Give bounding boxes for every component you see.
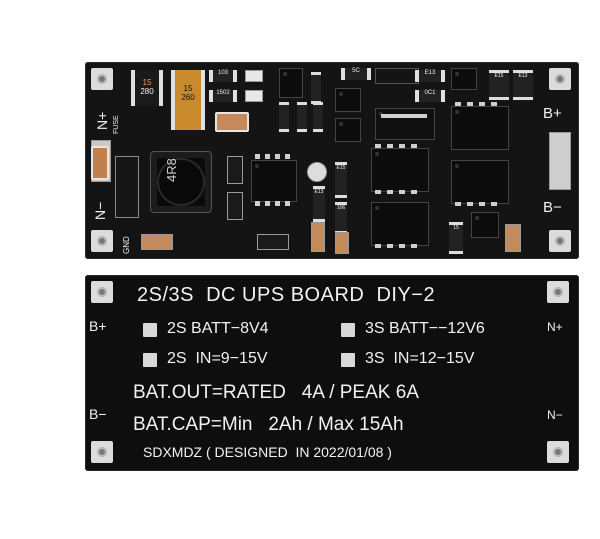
cap-small-1 — [227, 156, 243, 184]
resistor-e15-b: E15 — [489, 70, 509, 100]
option-2s-in: 2S IN=9−15V — [167, 350, 268, 367]
resistor-column-3 — [297, 102, 307, 132]
power-inductor — [150, 151, 212, 213]
ic-pins-top — [255, 154, 291, 159]
resistor-e13-a: E13 — [415, 70, 445, 82]
designed-note: SDXMDZ ( DESIGNED IN 2022/01/08 ) — [143, 444, 392, 460]
led-1 — [245, 70, 263, 82]
transistor-q2 — [335, 88, 361, 112]
option-3s-batt: 3S BATT−−12V6 — [365, 320, 485, 337]
mounting-pad-b-bottom-right — [547, 441, 569, 463]
mounting-pad-b-bottom-left — [91, 441, 113, 463]
transistor-q5 — [471, 212, 499, 238]
transistor-q4 — [451, 68, 477, 90]
label-b-plus: B+ — [543, 105, 562, 122]
option-2s-batt: 2S BATT−8V4 — [167, 320, 269, 337]
cap-small-4 — [257, 234, 289, 250]
label-b-plus-bottom: B+ — [89, 318, 107, 334]
inductor-code: 4R8 — [164, 158, 179, 182]
round-test-pad — [307, 162, 327, 182]
fuse-2-code: 260 — [181, 93, 195, 102]
led-2 — [245, 90, 263, 102]
mosfet-pins-c — [455, 102, 503, 106]
resistor-15: 15 — [449, 222, 463, 254]
jumper-pad-3s-batt — [341, 323, 355, 337]
mosfet-1 — [371, 148, 429, 192]
mounting-pad-b-top-right — [547, 281, 569, 303]
resistor-106: 106 — [335, 202, 347, 234]
fuse-1-code: 280 — [140, 87, 154, 96]
top-pcb-board: N+ FUSE N− GND B+ B− 15 280 15 260 103 1… — [85, 62, 579, 259]
mounting-pad-bottom-right — [549, 230, 571, 252]
diode-left — [115, 156, 139, 218]
option-3s-in: 3S IN=12−15V — [365, 350, 475, 367]
label-b-minus-bottom: B− — [89, 406, 107, 422]
cap-small-3 — [141, 234, 173, 250]
diode-top — [375, 68, 419, 84]
cap-small-7 — [505, 224, 521, 252]
mounting-pad-top-left — [91, 68, 113, 90]
fuse-2-prefix: 15 — [183, 84, 193, 93]
mounting-pad-top-right — [549, 68, 571, 90]
cap-small-5 — [311, 222, 325, 252]
mosfet-top — [375, 108, 435, 140]
resistor-1502: 1502 — [209, 90, 237, 102]
label-gnd: GND — [122, 236, 131, 254]
label-b-minus: B− — [543, 199, 562, 216]
mosfet-pins-e — [375, 244, 423, 248]
resistor-column-2 — [279, 102, 289, 132]
cap-small-6 — [335, 232, 349, 254]
label-n-plus: N+ — [94, 111, 110, 130]
resistor-e13-b: E13 — [313, 186, 325, 222]
label-n-minus: N− — [92, 201, 108, 220]
mosfet-4 — [371, 202, 429, 246]
tan-capacitor — [215, 112, 249, 132]
label-n-plus-bottom: N+ — [547, 320, 563, 334]
fuse-1-prefix: 15 — [142, 78, 152, 87]
bat-cap-spec: BAT.CAP=Min 2Ah / Max 15Ah — [133, 414, 404, 435]
resistor-column-1 — [311, 72, 321, 104]
cap-small-2 — [227, 192, 243, 220]
mounting-pad-b-top-left — [91, 281, 113, 303]
label-n-minus-bottom: N− — [547, 408, 563, 422]
transistor-q1 — [279, 68, 303, 98]
label-fuse: FUSE — [113, 115, 120, 134]
mounting-pad-bottom-left — [91, 230, 113, 252]
fuse-resistor-1: 15 280 — [131, 70, 163, 106]
mosfet-pins-d — [455, 202, 503, 206]
mosfet-2 — [451, 106, 509, 150]
jumper-pad-2s-batt — [143, 323, 157, 337]
mosfet-top-tab — [381, 114, 427, 118]
resistor-5c: 5C — [341, 68, 371, 80]
controller-ic — [251, 160, 297, 202]
resistor-column-4 — [313, 102, 323, 132]
resistor-e15: E15 — [335, 162, 347, 198]
mosfet-pins-b — [375, 190, 423, 194]
resistor-e13-c: E13 — [513, 70, 533, 100]
inductor-core — [157, 158, 205, 206]
jumper-pad-2s-in — [143, 353, 157, 367]
transistor-q3 — [335, 118, 361, 142]
bottom-pcb-board: 2S/3S DC UPS BOARD DIY−2 B+ B− N+ N− 2S … — [85, 275, 579, 471]
bat-out-spec: BAT.OUT=RATED 4A / PEAK 6A — [133, 382, 419, 403]
mosfet-3 — [451, 160, 509, 204]
battery-solder-pad — [549, 132, 571, 190]
board-title: 2S/3S DC UPS BOARD DIY−2 — [137, 284, 436, 306]
jumper-pad-3s-in — [341, 353, 355, 367]
mosfet-pins-a — [375, 144, 423, 148]
orange-capacitor-left — [91, 146, 109, 180]
resistor-0c1: 0C1 — [415, 90, 445, 102]
resistor-103: 103 — [209, 70, 237, 82]
fuse-resistor-2: 15 260 — [171, 70, 205, 130]
ic-pins-bottom — [255, 201, 291, 206]
